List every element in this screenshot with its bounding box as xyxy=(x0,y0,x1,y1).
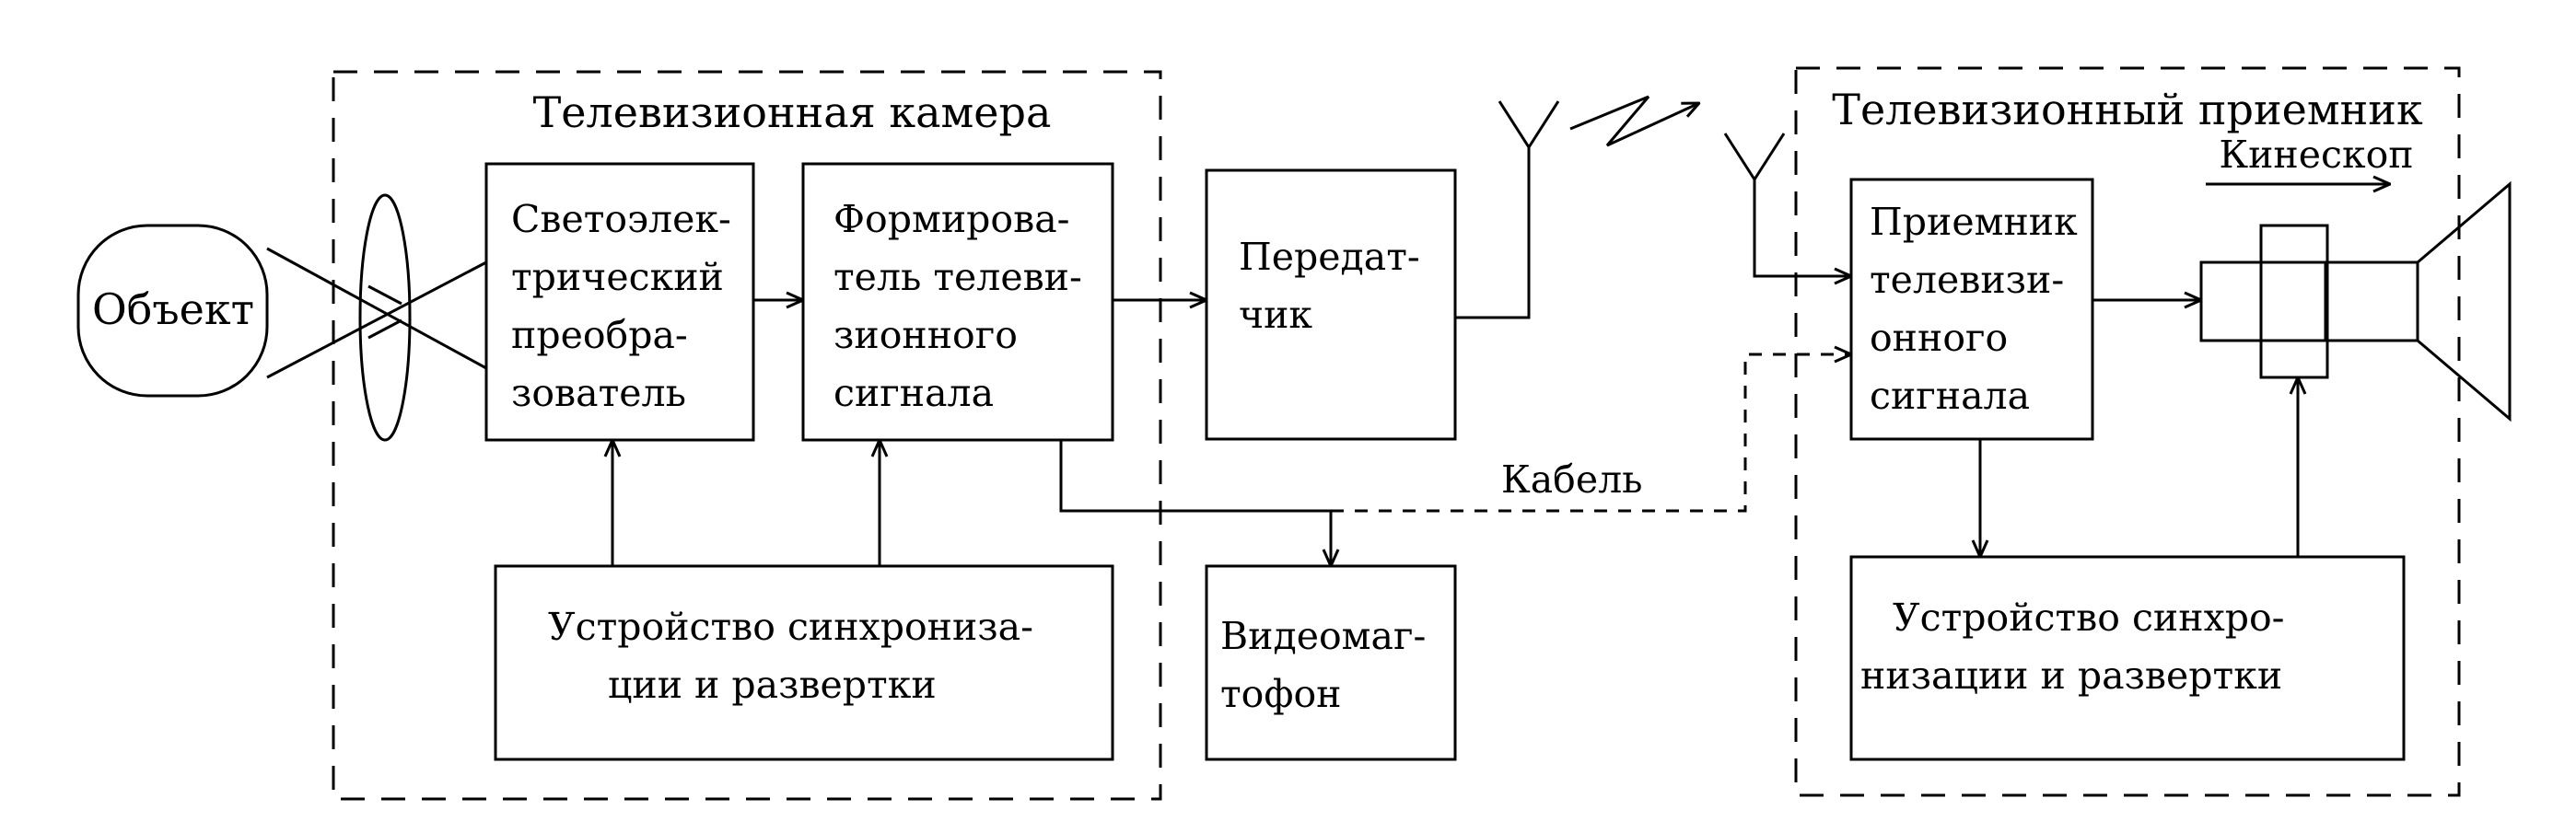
lens-assembly xyxy=(266,193,487,442)
camera-title-bg xyxy=(543,87,1041,143)
receiver-line-3: онного xyxy=(1870,316,2008,360)
object-label: Объект xyxy=(92,284,254,334)
converter-line-3: преобра- xyxy=(511,313,688,357)
connectors xyxy=(612,300,2298,566)
receiver-sync-line-2: низации и развертки xyxy=(1860,654,2282,698)
camera-sync-block: Устройство синхрониза- ции и развертки xyxy=(494,564,1114,761)
vcr-label: Видеомаг- тофон xyxy=(1220,614,1438,716)
converter-label: Светоэлек- трический преобра- зователь xyxy=(511,197,743,415)
receiver-line-1: Приемник xyxy=(1870,200,2078,244)
former-line-4: сигнала xyxy=(833,371,994,415)
radio-link-icon xyxy=(1569,95,1699,147)
converter-line-1: Светоэлек- xyxy=(511,197,731,241)
transmit-antenna-icon xyxy=(1455,100,1560,319)
transmitter-label: Передат- чик xyxy=(1239,235,1432,337)
object-node: Объект xyxy=(76,224,269,398)
camera-group: Телевизионная камера xyxy=(332,70,1162,801)
camera-group-title: Телевизионная камера xyxy=(533,87,1052,137)
vcr-block: Видеомаг- тофон xyxy=(1205,564,1457,761)
object-shape xyxy=(76,224,269,398)
receiver-group-border xyxy=(1794,66,2461,797)
converter-line-4: зователь xyxy=(511,371,686,415)
camera-sync-label: Устройство синхрониза- ции и развертки xyxy=(548,605,1045,707)
camera-sync-line-1: Устройство синхрониза- xyxy=(548,605,1033,649)
receiver-group: Телевизионный приемник xyxy=(1794,66,2461,797)
vcr-line-2: тофон xyxy=(1220,672,1341,716)
lens-icon xyxy=(358,193,412,442)
kinescope-label: Кинескоп xyxy=(2219,133,2413,177)
kinescope-icon xyxy=(2199,180,2512,422)
signal-former-block: Формирова- тель телеви- зионного сигнала xyxy=(801,162,1114,442)
cable-link xyxy=(1331,354,1851,513)
former-line-1: Формирова- xyxy=(833,197,1070,241)
former-line-2: тель телеви- xyxy=(833,255,1082,299)
converter-line-2: трический xyxy=(511,255,724,299)
receiver-sync-block: Устройство синхро- низации и развертки xyxy=(1849,555,2406,761)
signal-former-label: Формирова- тель телеви- зионного сигнала xyxy=(833,197,1094,415)
receiver-sync-line-1: Устройство синхро- xyxy=(1893,596,2285,640)
receiver-sync-label: Устройство синхро- низации и развертки xyxy=(1860,596,2297,698)
transmitter-line-2: чик xyxy=(1239,293,1312,337)
camera-group-border xyxy=(332,70,1162,801)
cable-label: Кабель xyxy=(1501,457,1643,502)
receiver-block: Приемник телевизи- онного сигнала xyxy=(1849,178,2094,441)
camera-sync-line-2: ции и развертки xyxy=(608,663,937,707)
converter-block: Светоэлек- трический преобра- зователь xyxy=(484,162,755,442)
receiver-line-2: телевизи- xyxy=(1870,258,2064,302)
transmitter-line-1: Передат- xyxy=(1239,235,1420,279)
transmitter-block: Передат- чик xyxy=(1205,168,1457,441)
receiver-title-bg xyxy=(1837,85,2436,140)
receive-antenna-icon xyxy=(1723,133,1851,276)
receiver-label: Приемник телевизи- онного сигнала xyxy=(1870,200,2090,418)
receiver-group-title: Телевизионный приемник xyxy=(1832,85,2423,134)
vcr-line-1: Видеомаг- xyxy=(1220,614,1426,658)
former-line-3: зионного xyxy=(833,313,1018,357)
receiver-line-4: сигнала xyxy=(1870,374,2030,418)
